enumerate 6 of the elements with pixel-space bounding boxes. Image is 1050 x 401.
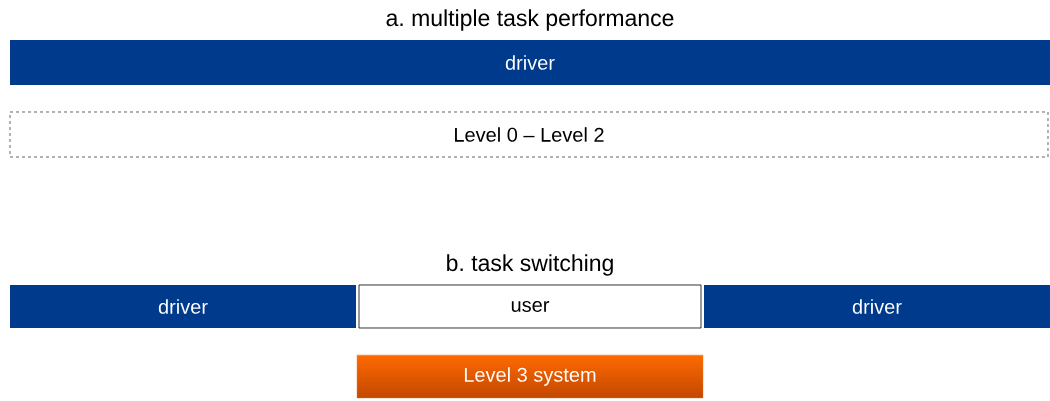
dashed-box: Level 0 – Level 2 [9,111,1049,158]
bar: Level 3 system [356,354,704,399]
bar: driver [10,285,356,328]
bar: driver [10,40,1050,85]
bar: user [358,284,702,329]
bar: driver [704,285,1050,328]
